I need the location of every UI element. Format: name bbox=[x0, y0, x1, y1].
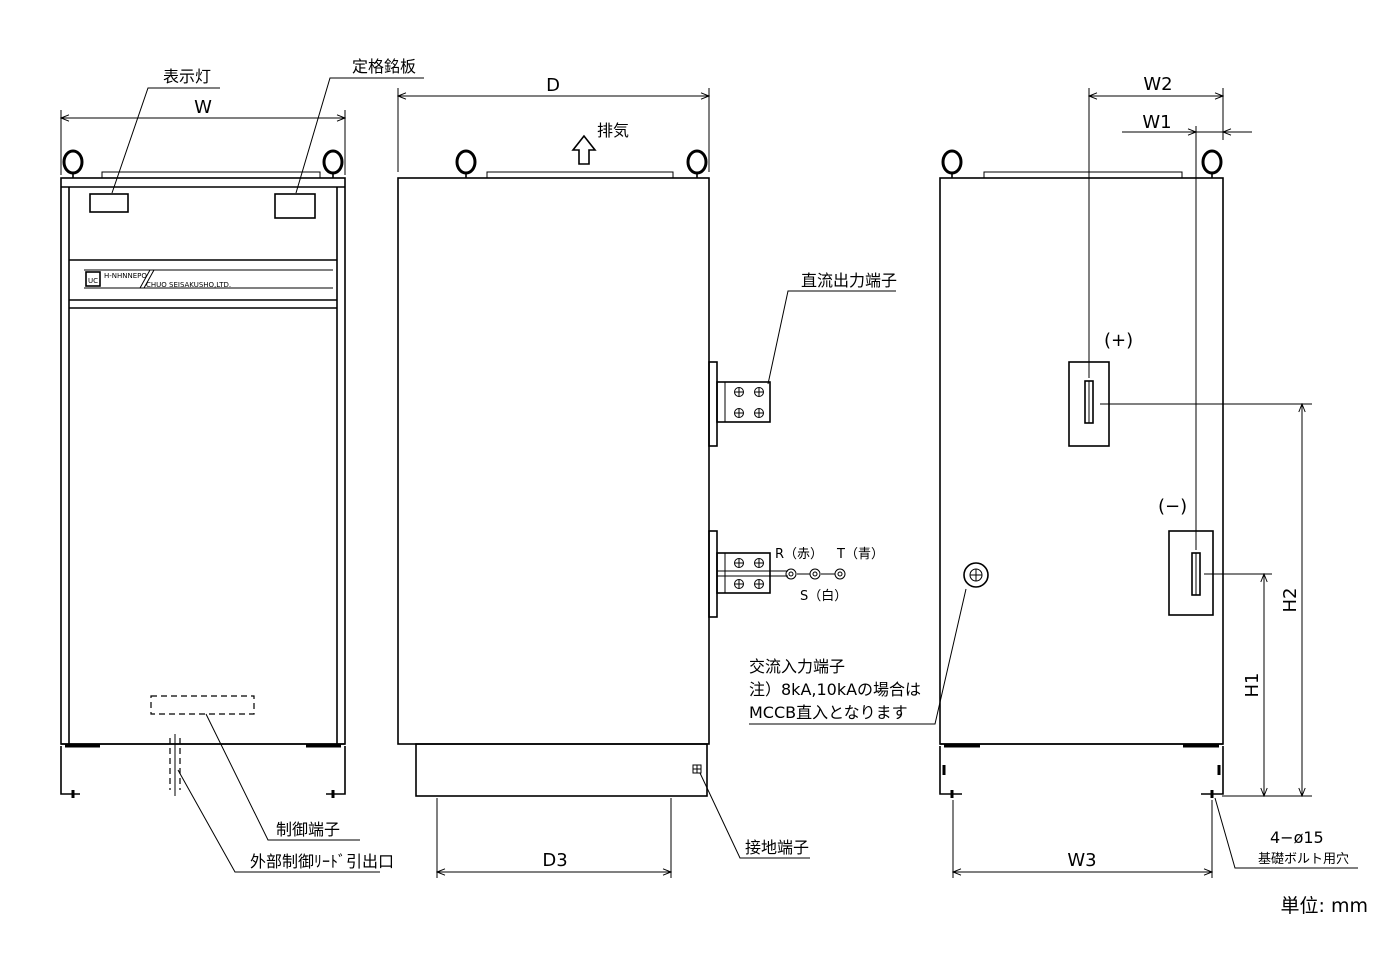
external-lead-outlet bbox=[169, 734, 181, 796]
rating-plate bbox=[274, 193, 316, 219]
lifting-eye-icon bbox=[941, 149, 963, 178]
dim-h1: H1 bbox=[1242, 673, 1263, 698]
label-phase-r: R（赤） bbox=[775, 547, 823, 562]
label-ac-input-mccb: MCCB直入となります bbox=[749, 703, 908, 722]
rear-cabinet bbox=[939, 177, 1224, 745]
rear-base bbox=[939, 746, 1224, 795]
lifting-eye-icon bbox=[455, 149, 477, 178]
label-ac-input-terminal: 交流入力端子 bbox=[749, 657, 845, 676]
unit-label: 単位: mm bbox=[1281, 895, 1368, 917]
exhaust-arrow-icon bbox=[571, 134, 597, 165]
dim-d: D bbox=[546, 75, 560, 96]
label-dc-output-terminal: 直流出力端子 bbox=[801, 271, 897, 290]
label-exhaust: 排気 bbox=[597, 121, 629, 140]
ac-input-terminal bbox=[708, 530, 846, 618]
lifting-eye-icon bbox=[1201, 149, 1223, 178]
nameplate-maker: CHUO SEISAKUSHO,LTD. bbox=[146, 281, 231, 289]
label-bolt-holes-count: 4−ø15 bbox=[1270, 828, 1324, 847]
front-base bbox=[60, 746, 346, 795]
nameplate-model: H-NHNNEPO bbox=[104, 272, 147, 280]
front-view: UC H-NHNNEPO CHUO SEISAKUSHO,LTD. W 表示灯 … bbox=[60, 57, 424, 873]
side-base bbox=[415, 743, 708, 797]
rear-view: (+) (−) W2 W1 W3 bbox=[939, 74, 1358, 878]
label-ground-terminal: 接地端子 bbox=[745, 838, 809, 857]
dim-w3: W3 bbox=[1067, 850, 1096, 871]
label-plus-terminal: (+) bbox=[1104, 330, 1133, 351]
svg-text:UC: UC bbox=[88, 277, 98, 285]
lifting-eye-icon bbox=[322, 149, 344, 178]
label-control-terminal: 制御端子 bbox=[276, 820, 340, 839]
control-terminal bbox=[150, 695, 255, 715]
label-phase-s: S（白） bbox=[800, 588, 847, 604]
top-cover bbox=[983, 171, 1183, 179]
indicator-lamp bbox=[89, 193, 129, 213]
label-phase-t: T（青） bbox=[836, 547, 884, 562]
dim-h2: H2 bbox=[1280, 588, 1301, 613]
label-bolt-holes: 基礎ボルト用穴 bbox=[1258, 852, 1349, 867]
side-view: 排気 bbox=[397, 75, 967, 878]
lifting-eye-icon bbox=[686, 149, 708, 178]
top-cover bbox=[101, 171, 321, 179]
ground-stud-icon bbox=[963, 562, 989, 588]
dim-w: W bbox=[194, 97, 212, 118]
label-minus-terminal: (−) bbox=[1158, 496, 1187, 517]
dc-output-terminal bbox=[708, 361, 771, 447]
dim-w2: W2 bbox=[1143, 74, 1172, 95]
lifting-eye-icon bbox=[62, 149, 84, 178]
dim-d3: D3 bbox=[542, 850, 567, 871]
label-rating-plate: 定格銘板 bbox=[352, 57, 416, 76]
front-cabinet bbox=[60, 177, 346, 745]
label-indicator-lamp: 表示灯 bbox=[163, 67, 211, 86]
label-ac-input-note: 注）8kA,10kAの場合は bbox=[749, 680, 921, 699]
side-cabinet bbox=[397, 177, 710, 745]
minus-terminal bbox=[1168, 530, 1214, 616]
top-cover bbox=[486, 171, 674, 179]
label-external-lead-outlet: 外部制御ﾘｰﾄﾞ引出口 bbox=[250, 852, 394, 871]
dim-w1: W1 bbox=[1142, 112, 1171, 133]
maker-logo bbox=[85, 271, 101, 287]
